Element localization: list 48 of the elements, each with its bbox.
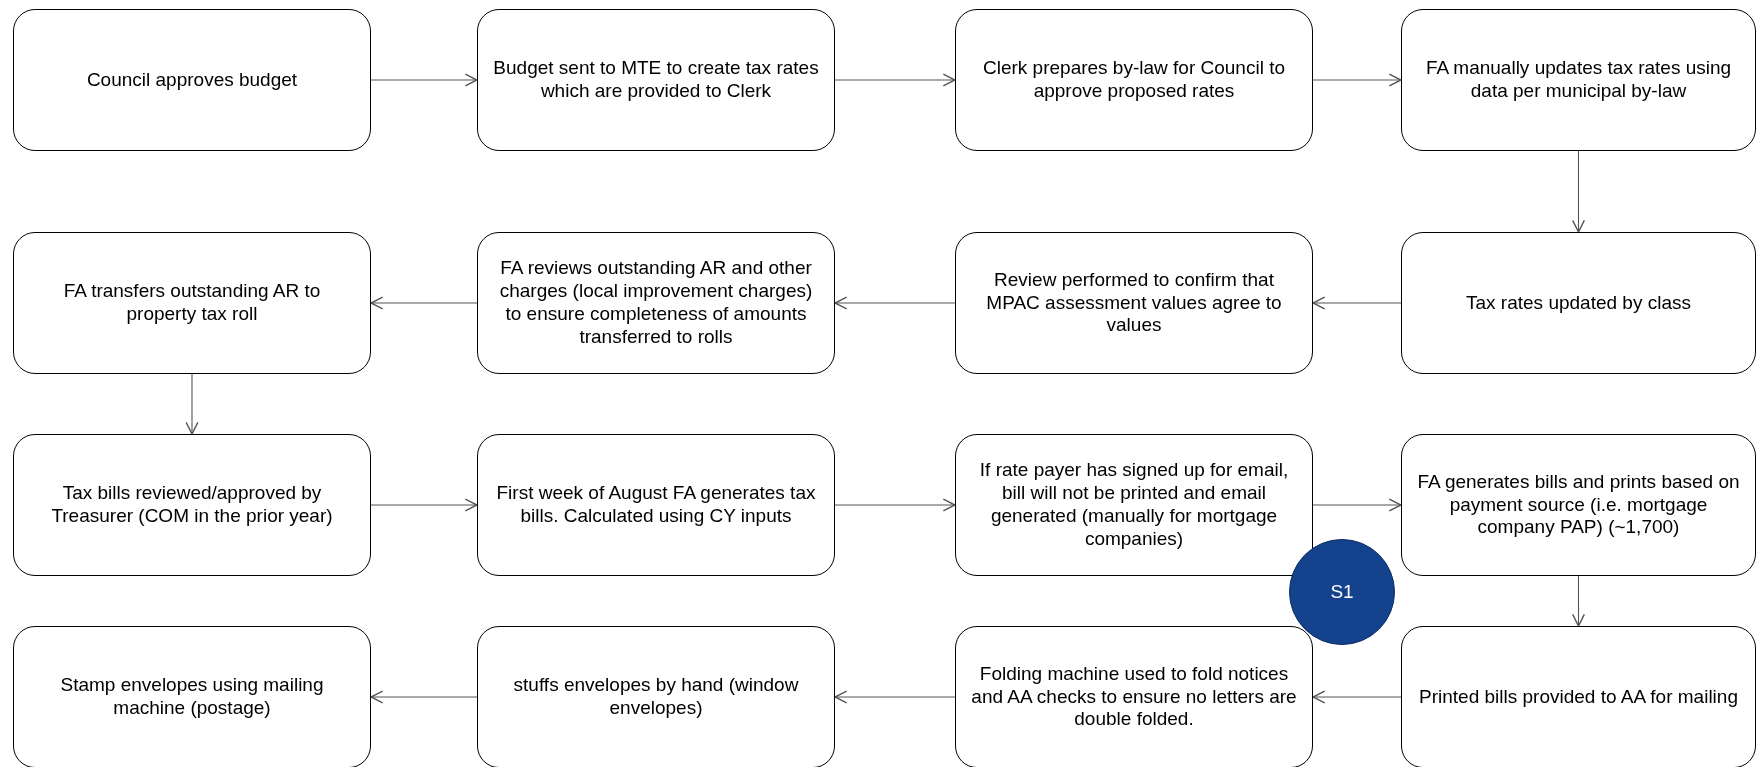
arrow [1312,690,1402,704]
step-text: Tax bills reviewed/approved by Treasurer (COM in the prior year) [50,482,334,528]
step-text: Clerk prepares by-law for Council to approve proposed rates [982,57,1286,103]
step-text: FA manually updates tax rates using data per municipal by-law [1424,57,1733,103]
process-box [477,434,835,576]
step-text: S1 [1330,580,1354,604]
arrow [370,690,478,704]
process-box [477,626,835,767]
process-box [1401,434,1756,576]
step-text: Council approves budget [86,68,298,92]
arrow [370,73,478,87]
arrow [1312,296,1402,310]
arrow [834,498,956,512]
process-box [477,9,835,151]
step-text: stuffs envelopes by hand (window envelopes) [512,674,800,720]
process-box [955,434,1313,576]
process-box [477,232,835,374]
step-text: First week of August FA generates tax bills. Calculated using CY inputs [495,482,817,528]
process-box [1401,9,1756,151]
process-box [955,232,1313,374]
arrow [834,690,956,704]
step-text: FA reviews outstanding AR and other charges (local improvement charges) to ensure completeness of amounts transferred to rolls [498,257,814,349]
step-text: If rate payer has signed up for email, bill will not be printed and email generated (manually for mortgage companies) [978,459,1290,551]
process-box [13,434,371,576]
process-box [1401,232,1756,374]
step-text: Folding machine used to fold notices and AA checks to ensure no letters are double folded. [970,662,1298,732]
arrow [834,73,956,87]
arrow [185,373,199,435]
arrow [370,296,478,310]
process-box [1401,626,1756,767]
arrow [1571,575,1586,627]
step-text: Review performed to confirm that MPAC assessment values agree to values [985,268,1283,338]
step-text: Stamp envelopes using mailing machine (postage) [59,674,325,720]
process-box [955,626,1313,767]
arrow [1571,150,1586,233]
step-text: Printed bills provided to AA for mailing [1419,685,1738,709]
arrow [1312,498,1402,512]
step-text: Budget sent to MTE to create tax rates which are provided to Clerk [492,57,820,103]
arrow [370,498,478,512]
step-text: FA generates bills and prints based on payment source (i.e. mortgage company PAP) (~1,700) [1416,470,1741,540]
process-box [13,232,371,374]
process-box [955,9,1313,151]
step-text: Tax rates updated by class [1466,291,1691,315]
process-box [13,9,371,151]
arrow [834,296,956,310]
process-box [13,626,371,767]
arrow [1312,73,1402,87]
step-text: FA transfers outstanding AR to property tax roll [62,280,322,326]
